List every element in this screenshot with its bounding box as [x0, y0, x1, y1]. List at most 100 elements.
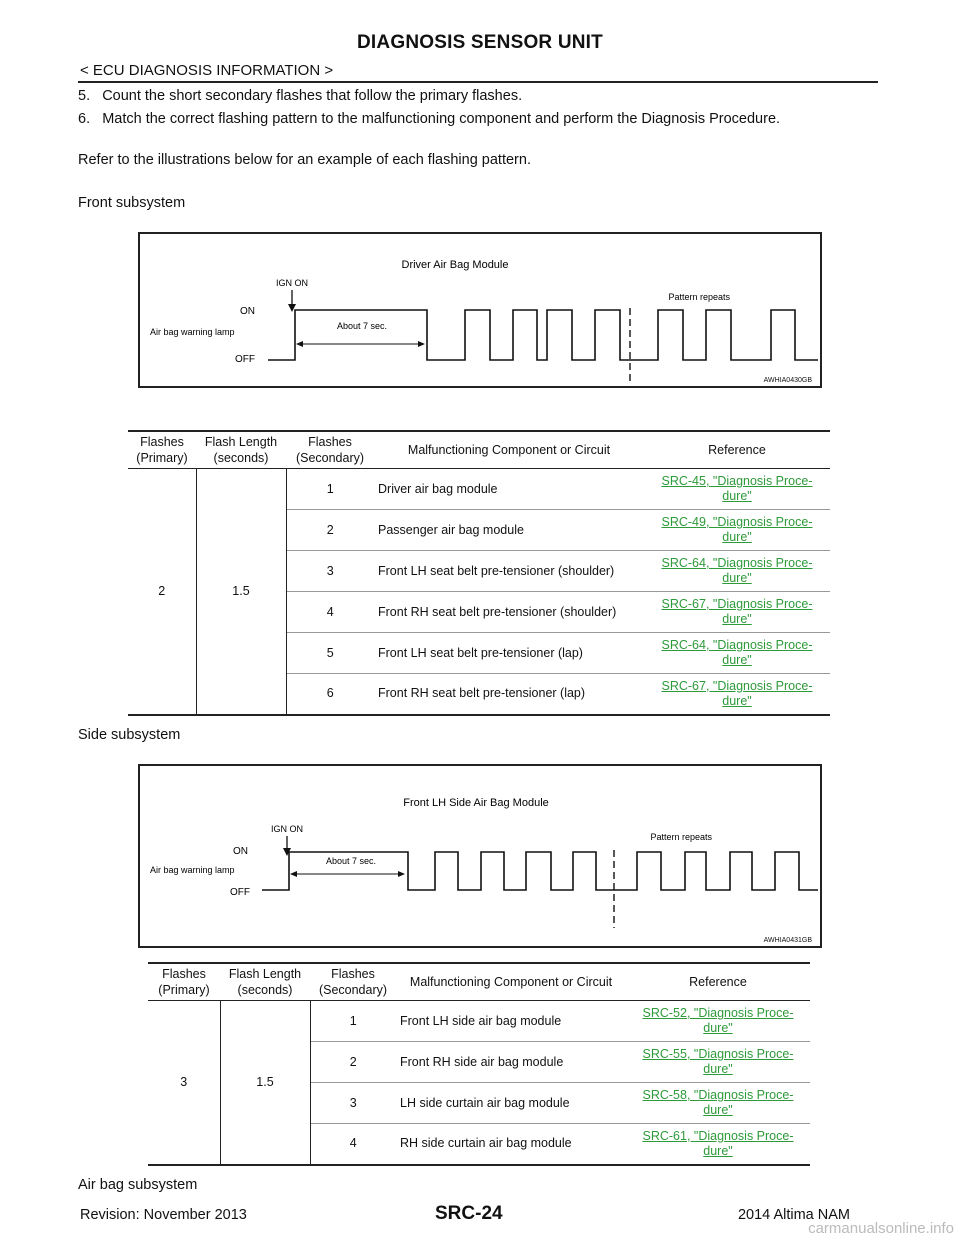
component-cell: RH side curtain air bag module: [396, 1123, 626, 1166]
table-header-row: Flashes (Primary) Flash Length (seconds)…: [148, 962, 810, 1001]
secondary-cell: 2: [286, 509, 374, 551]
lamp-label: Air bag warning lamp: [150, 327, 235, 337]
side-subsystem-table: Flashes (Primary) Flash Length (seconds)…: [148, 962, 810, 1166]
step-text: Match the correct flashing pattern to th…: [102, 111, 781, 127]
front-waveform-diagram: Driver Air Bag Module IGN ON ON Air bag …: [150, 259, 818, 410]
footer-revision: Revision: November 2013: [80, 1207, 247, 1223]
front-flash-pattern-figure: Driver Air Bag Module IGN ON ON Air bag …: [138, 232, 822, 410]
secondary-cell: 4: [286, 591, 374, 633]
ign-on-label: IGN ON: [271, 824, 303, 834]
secondary-cell: 3: [286, 550, 374, 592]
table-row: 4 Front RH seat belt pre-tensioner (shou…: [128, 591, 830, 633]
watermark: carmanualsonline.info: [808, 1220, 954, 1237]
pattern-repeats-label: Pattern repeats: [668, 292, 730, 302]
step-number: 5.: [78, 88, 91, 104]
reference-link[interactable]: SRC-64, "Diagnosis Proce-dure": [661, 638, 813, 667]
table-row: 3 1.5 1 Front LH side air bag module SRC…: [148, 1000, 810, 1166]
reference-link[interactable]: SRC-49, "Diagnosis Proce-dure": [661, 515, 813, 544]
secondary-cell: 1: [286, 468, 374, 510]
intro-text: Refer to the illustrations below for an …: [78, 152, 531, 168]
component-cell: Front RH side air bag module: [396, 1041, 626, 1083]
reference-cell: SRC-45, "Diagnosis Proce-dure": [644, 468, 830, 510]
reference-cell: SRC-49, "Diagnosis Proce-dure": [644, 509, 830, 551]
reference-link[interactable]: SRC-61, "Diagnosis Proce-dure": [642, 1128, 794, 1158]
col-header-reference: Reference: [626, 962, 810, 1001]
col-header-component: Malfunctioning Component or Circuit: [396, 962, 626, 1001]
col-header-primary: Flashes (Primary): [128, 430, 196, 469]
col-header-component: Malfunctioning Component or Circuit: [374, 430, 644, 469]
airbag-subsystem-heading: Air bag subsystem: [78, 1177, 198, 1193]
col-header-reference: Reference: [644, 430, 830, 469]
side-waveform-diagram: Front LH Side Air Bag Module IGN ON ON A…: [150, 797, 818, 928]
header-divider: [78, 81, 878, 83]
off-label: OFF: [235, 354, 255, 365]
figure-title: Front LH Side Air Bag Module: [403, 797, 549, 809]
about-duration-label: About 7 sec.: [337, 321, 387, 331]
reference-link[interactable]: SRC-45, "Diagnosis Proce-dure": [661, 474, 813, 503]
table-row: 6 Front RH seat belt pre-tensioner (lap)…: [128, 673, 830, 716]
reference-cell: SRC-64, "Diagnosis Proce-dure": [644, 550, 830, 592]
figure-title: Driver Air Bag Module: [402, 259, 509, 271]
component-cell: Front LH seat belt pre-tensioner (should…: [374, 550, 644, 592]
reference-link[interactable]: SRC-67, "Diagnosis Proce-dure": [661, 597, 813, 626]
reference-link[interactable]: SRC-55, "Diagnosis Proce-dure": [642, 1047, 794, 1076]
reference-cell: SRC-58, "Diagnosis Proce-dure": [626, 1082, 810, 1124]
on-label: ON: [240, 306, 255, 317]
reference-cell: SRC-64, "Diagnosis Proce-dure": [644, 632, 830, 674]
component-cell: Front LH seat belt pre-tensioner (lap): [374, 632, 644, 674]
reference-link[interactable]: SRC-52, "Diagnosis Proce-dure": [642, 1006, 794, 1035]
step-text: Count the short secondary flashes that f…: [102, 88, 523, 104]
component-cell: Passenger air bag module: [374, 509, 644, 551]
component-cell: LH side curtain air bag module: [396, 1082, 626, 1124]
table-row: 3 Front LH seat belt pre-tensioner (shou…: [128, 550, 830, 592]
waveform: [262, 851, 818, 891]
secondary-cell: 3: [310, 1082, 396, 1124]
flash-length-cell: 1.5: [220, 1000, 311, 1166]
reference-cell: SRC-67, "Diagnosis Proce-dure": [644, 591, 830, 633]
side-flash-pattern-figure: Front LH Side Air Bag Module IGN ON ON A…: [138, 764, 822, 948]
front-subsystem-heading: Front subsystem: [78, 195, 186, 211]
table-row: 5 Front LH seat belt pre-tensioner (lap)…: [128, 632, 830, 674]
page-number: SRC-24: [435, 1203, 503, 1224]
table-row: 2 1.5 1 Driver air bag module SRC-45, "D…: [128, 468, 830, 716]
table-header-row: Flashes (Primary) Flash Length (seconds)…: [128, 430, 830, 469]
page-title: DIAGNOSIS SENSOR UNIT: [357, 32, 603, 53]
ign-on-label: IGN ON: [276, 278, 308, 288]
figure-code-label: AWHIA0430GB: [763, 377, 812, 384]
primary-flashes-cell: 2: [128, 468, 197, 716]
reference-link[interactable]: SRC-64, "Diagnosis Proce-dure": [661, 556, 813, 585]
waveform: [268, 309, 818, 361]
secondary-cell: 5: [286, 632, 374, 674]
pattern-repeats-label: Pattern repeats: [650, 832, 712, 842]
off-label: OFF: [230, 887, 250, 898]
component-cell: Front RH seat belt pre-tensioner (lap): [374, 673, 644, 716]
col-header-secondary: Flashes (Secondary): [286, 430, 374, 469]
table-row: 2 Passenger air bag module SRC-49, "Diag…: [128, 509, 830, 551]
reference-link[interactable]: SRC-67, "Diagnosis Proce-dure": [661, 678, 813, 708]
col-header-secondary: Flashes (Secondary): [310, 962, 396, 1001]
flash-length-cell: 1.5: [196, 468, 287, 716]
primary-flashes-cell: 3: [148, 1000, 221, 1166]
col-header-primary: Flashes (Primary): [148, 962, 220, 1001]
step-number: 6.: [78, 111, 91, 127]
step-6: 6. Match the correct flashing pattern to…: [78, 111, 780, 127]
table-row: 3 LH side curtain air bag module SRC-58,…: [148, 1082, 810, 1124]
reference-cell: SRC-67, "Diagnosis Proce-dure": [644, 673, 830, 716]
secondary-cell: 6: [286, 673, 374, 716]
footer-model: 2014 Altima NAM: [737, 1207, 850, 1223]
table-row: 4 RH side curtain air bag module SRC-61,…: [148, 1123, 810, 1166]
reference-cell: SRC-55, "Diagnosis Proce-dure": [626, 1041, 810, 1083]
reference-link[interactable]: SRC-58, "Diagnosis Proce-dure": [642, 1088, 794, 1117]
on-label: ON: [233, 846, 248, 857]
lamp-label: Air bag warning lamp: [150, 865, 235, 875]
section-breadcrumb: < ECU DIAGNOSIS INFORMATION >: [80, 62, 334, 79]
col-header-length: Flash Length (seconds): [196, 430, 286, 469]
component-cell: Driver air bag module: [374, 468, 644, 510]
about-duration-label: About 7 sec.: [326, 856, 376, 866]
table-row: 2 Front RH side air bag module SRC-55, "…: [148, 1041, 810, 1083]
col-header-length: Flash Length (seconds): [220, 962, 310, 1001]
side-subsystem-heading: Side subsystem: [78, 727, 181, 743]
figure-code-label: AWHIA0431GB: [763, 937, 812, 944]
component-cell: Front RH seat belt pre-tensioner (should…: [374, 591, 644, 633]
component-cell: Front LH side air bag module: [396, 1000, 626, 1042]
